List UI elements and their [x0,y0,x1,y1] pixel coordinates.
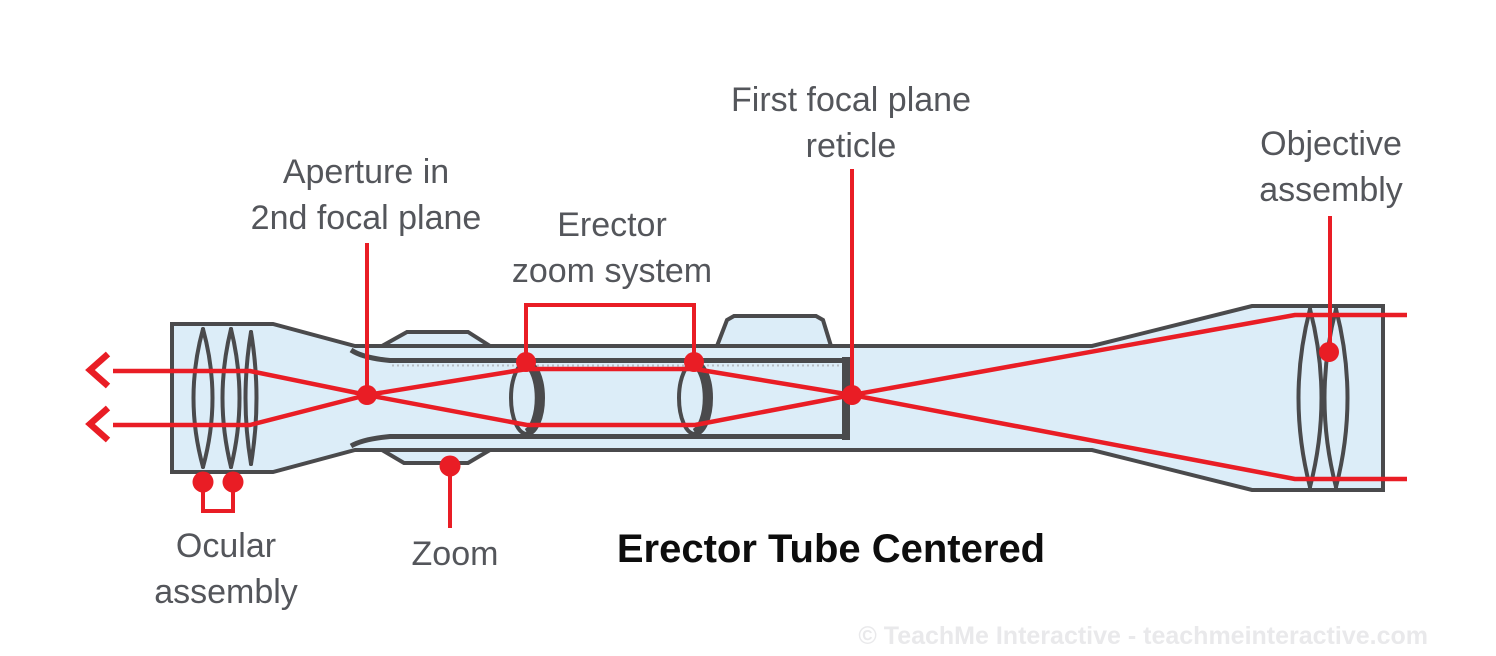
eyepiece-zoom-ring-top [374,330,497,348]
light-ray-lower [113,366,1407,482]
objective-marker-dot [1319,342,1339,362]
label-objective-assembly: Objective assembly [1259,125,1403,209]
leader-lines [201,169,1332,528]
erector-tube [349,347,850,449]
ocular-marker-dot-1 [192,471,214,493]
light-rays [113,312,1407,482]
diagram-title: Erector Tube Centered [616,527,1046,571]
aperture-marker-dot [357,385,377,405]
ocular-bracket [201,487,235,513]
eyepiece-zoom-ring-bottom [374,448,498,465]
ocular-marker-dot-2 [222,471,244,493]
label-first-focal-plane-reticle: First focal plane reticle [731,81,971,165]
label-zoom: Zoom [411,535,499,573]
erector-lens1-marker-dot [516,352,536,372]
ocular-lenses [191,327,259,469]
label-aperture-2nd-focal-plane: Aperture in 2nd focal plane [250,153,482,237]
light-ray-upper [113,312,1407,428]
exit-ray-arrow-icons [85,351,111,443]
chevron-left-icon [85,405,111,443]
reticle-marker-dot [842,385,862,405]
label-ocular-assembly: Ocular assembly [154,527,298,611]
chevron-left-icon [85,351,111,389]
zoom-marker-dot [439,455,461,477]
marker-dots [192,342,1339,493]
erector-lens2-marker-dot [684,352,704,372]
watermark-text: © TeachMe Interactive - teachmeinteracti… [858,622,1428,650]
elevation-turret [714,314,834,348]
label-erector-zoom-system: Erector zoom system [511,206,713,290]
erector-bracket [524,303,696,360]
